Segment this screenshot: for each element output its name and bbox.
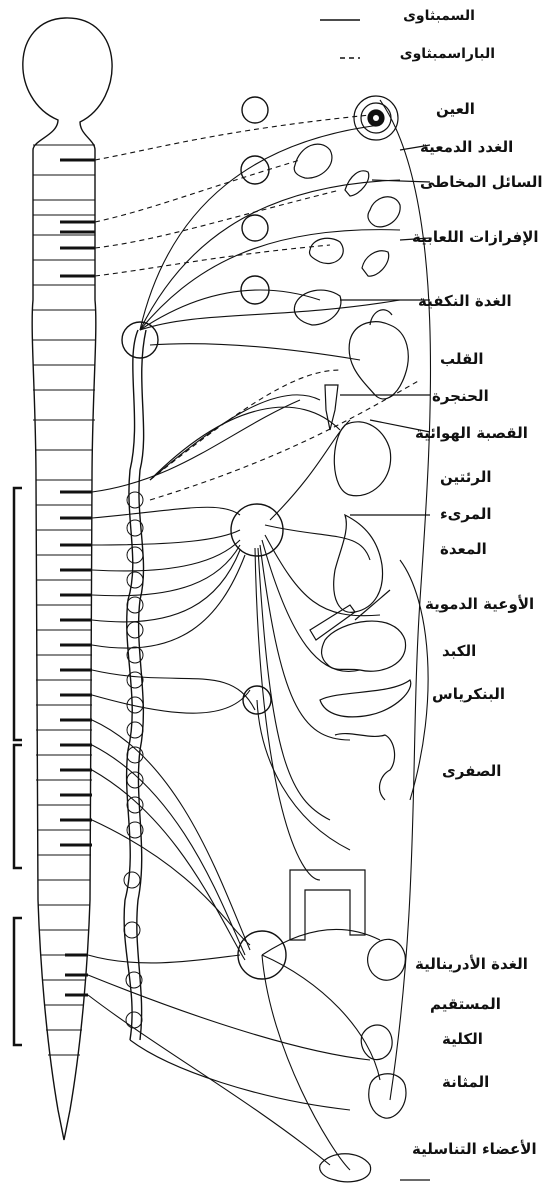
label-lacrimal: الغدد الدمعية	[420, 138, 513, 156]
label-eye: العين	[436, 100, 475, 118]
label-trachea: القصبة الهوائية	[415, 424, 528, 442]
label-adrenal: الغدة الأدرينالية	[415, 955, 528, 973]
legend-parasympathetic-label: الباراسمبثاوى	[365, 46, 495, 62]
legend-sympathetic-label: السمبثاوى	[365, 8, 475, 24]
label-liver: الكبد	[442, 642, 476, 660]
sympathetic-chain	[124, 330, 138, 1040]
label-pancreas: البنكرياس	[432, 685, 505, 703]
organ-drawings	[290, 96, 430, 1182]
heart-organ	[349, 322, 408, 399]
label-esophagus: المرىء	[440, 505, 492, 523]
genital-organ	[320, 1154, 371, 1182]
adrenal-organ	[368, 939, 406, 980]
label-heart: القلب	[440, 350, 484, 368]
stomach-organ	[334, 515, 383, 612]
larynx-organ	[325, 385, 338, 430]
label-gallbladder: الصفرى	[442, 762, 501, 780]
lungs-organ	[334, 422, 390, 496]
bladder-organ	[369, 1074, 406, 1118]
cervical-ganglion	[122, 322, 158, 358]
label-lungs: الرئتين	[440, 468, 491, 486]
region-brackets	[14, 488, 22, 1045]
spinal-cord-outline	[23, 18, 112, 1140]
intestine-organ	[335, 734, 395, 800]
label-genitals: الأعضاء التناسلية	[412, 1140, 537, 1158]
cord-segments	[33, 145, 95, 1055]
label-parotid: الغدة النكفية	[418, 292, 512, 310]
vessels-organ	[310, 605, 355, 640]
label-stomach: المعدة	[440, 540, 487, 558]
label-kidney: الكلية	[442, 1030, 483, 1048]
label-saliva: الإفرازات اللعابية	[412, 228, 539, 246]
label-larynx: الحنجرة	[432, 387, 489, 405]
liver-organ	[322, 621, 406, 671]
label-bladder: المثانة	[442, 1073, 489, 1091]
pancreas-organ	[320, 680, 411, 717]
label-vessels: الأوعية الدموية	[425, 595, 534, 613]
label-mucus: السائل المخاطى	[420, 173, 543, 191]
lacrimal-organ	[294, 144, 332, 178]
label-rectum: المستقيم	[430, 995, 501, 1013]
